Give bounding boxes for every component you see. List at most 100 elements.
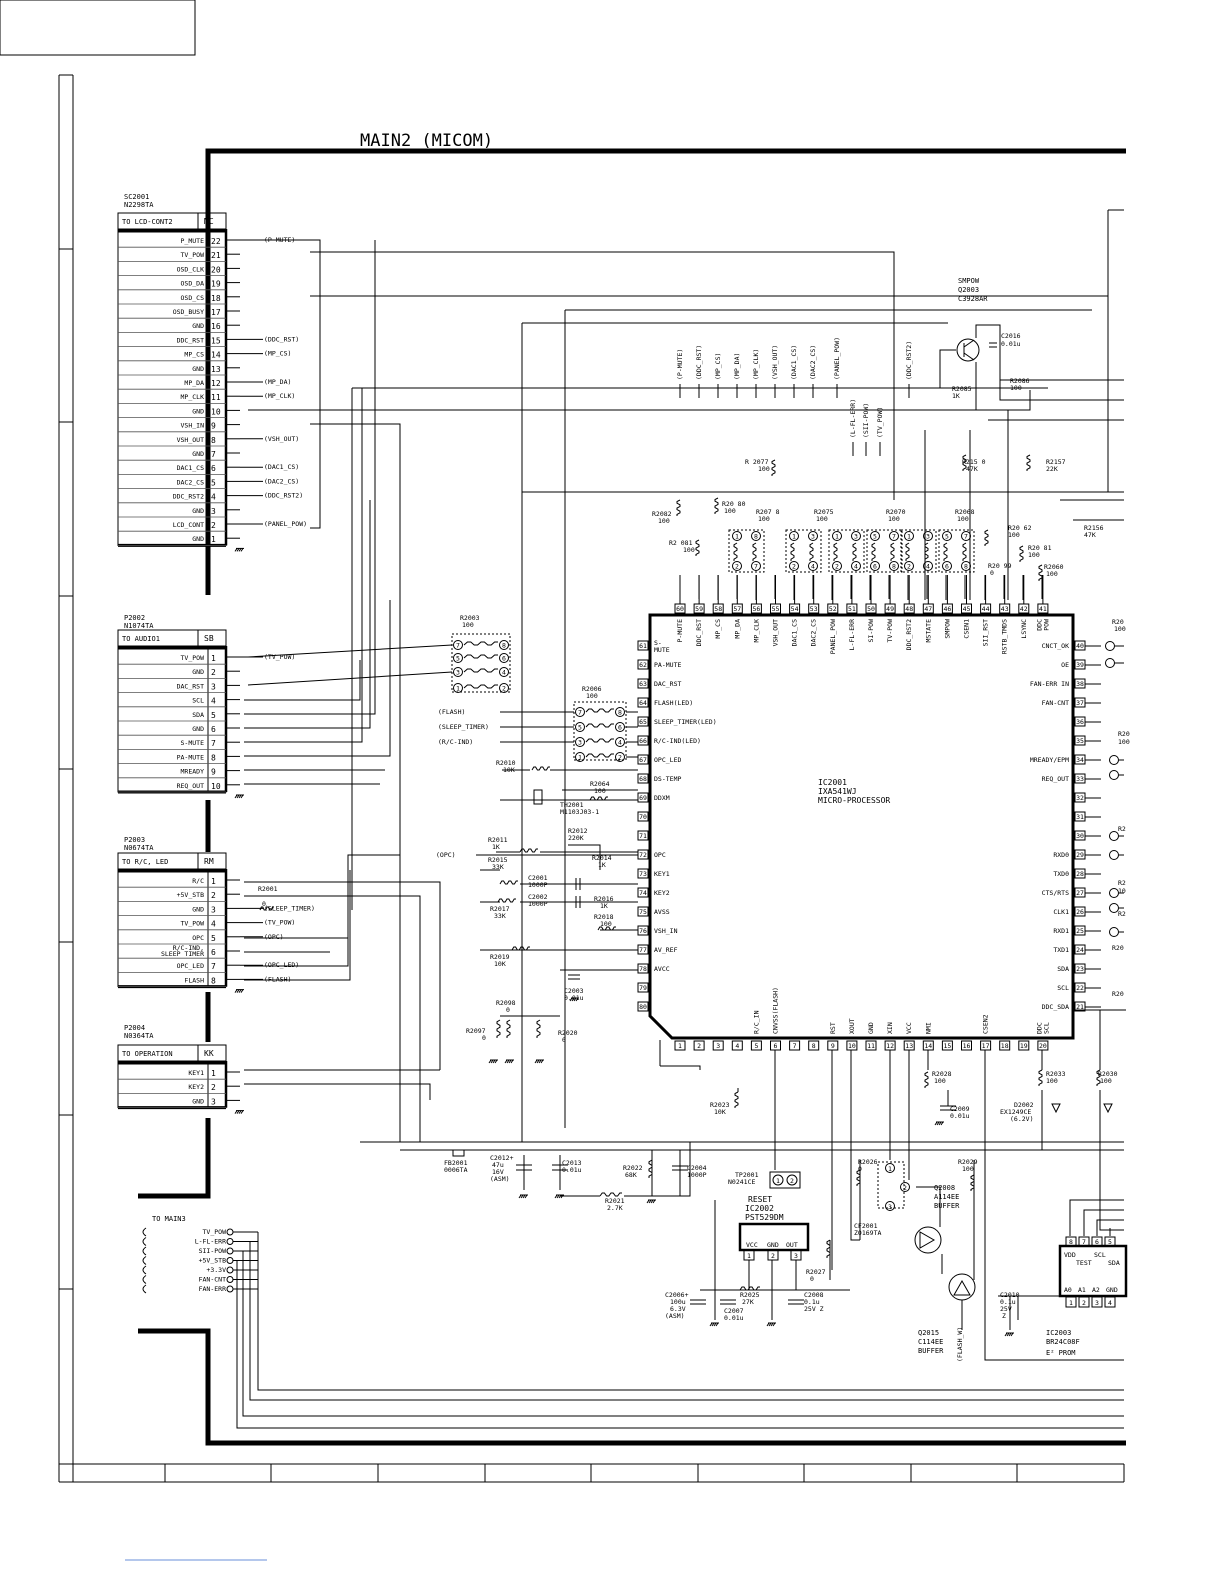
svg-text:VDD: VDD xyxy=(1064,1251,1076,1259)
ic-pin-number: 47 xyxy=(924,605,932,613)
right-edge-label: R20 xyxy=(1112,618,1124,626)
svg-text:1K: 1K xyxy=(952,392,960,400)
pin-number: 14 xyxy=(211,351,221,360)
ic-pin-number: 61 xyxy=(639,642,647,650)
svg-text:25V Z: 25V Z xyxy=(804,1305,824,1313)
pin-label: OSD_BUSY xyxy=(173,308,204,316)
pin-number: 9 xyxy=(211,768,216,777)
pin-number: 8 xyxy=(211,976,216,985)
pin-number: 8 xyxy=(211,753,216,762)
ic-pin-number: 58 xyxy=(714,605,722,613)
svg-text:5: 5 xyxy=(1108,1238,1112,1246)
top-signal-label: (MP_CLK) xyxy=(752,349,760,380)
pin-number: 18 xyxy=(211,294,221,303)
svg-text:8: 8 xyxy=(964,563,968,571)
pin-label: KEY2 xyxy=(188,1083,204,1091)
svg-text:100: 100 xyxy=(957,515,969,523)
ic-pin-label: RXD0 xyxy=(1053,851,1069,859)
svg-text:R2012: R2012 xyxy=(568,827,588,835)
pin-label: OPC xyxy=(192,934,204,942)
svg-text:2: 2 xyxy=(618,754,622,762)
pin-label: DAC2_CS xyxy=(177,478,204,486)
svg-text:0: 0 xyxy=(506,1006,510,1014)
svg-text:2: 2 xyxy=(771,1252,775,1260)
pin-label: R/C xyxy=(192,877,204,885)
pin-number: 2 xyxy=(211,891,216,900)
svg-text:0: 0 xyxy=(262,900,266,908)
top-signal-label: (P-MUTE) xyxy=(676,349,684,380)
svg-text:A1: A1 xyxy=(1078,1286,1086,1294)
signal-label: (DDC_RST) xyxy=(264,335,299,343)
svg-text:R2070: R2070 xyxy=(886,508,906,516)
ic-pin-number: 16 xyxy=(963,1042,971,1050)
connector-code: MC xyxy=(204,217,214,226)
bottom-parts: R2023 10K R2028 100 C2009 0.01u R2033 10… xyxy=(444,1070,1128,1362)
svg-text:100: 100 xyxy=(888,515,900,523)
pin-label: GND xyxy=(192,450,204,458)
svg-text:GND: GND xyxy=(767,1241,779,1249)
ic-pin-label: SI-POW xyxy=(867,619,875,643)
ic-pin-label: DDC_SDA xyxy=(1042,1003,1069,1011)
svg-text:Z0169TA: Z0169TA xyxy=(854,1229,881,1237)
svg-text:TP2001: TP2001 xyxy=(735,1171,759,1179)
svg-text:R207 8: R207 8 xyxy=(756,508,780,516)
signal-label: (DAC2_CS) xyxy=(264,477,299,485)
svg-text:10K: 10K xyxy=(494,960,506,968)
pin-label: DDC_RST2 xyxy=(173,493,204,501)
svg-text:FB2001: FB2001 xyxy=(444,1159,468,1167)
svg-text:R2006: R2006 xyxy=(582,685,602,693)
connector-ref: P2003 xyxy=(124,836,145,844)
svg-text:100: 100 xyxy=(962,1165,974,1173)
pin-number: 10 xyxy=(211,407,221,416)
ic-pin-label: REQ_OUT xyxy=(1042,775,1069,783)
left-signal-label: (R/C-IND) xyxy=(438,738,473,746)
svg-text:27K: 27K xyxy=(742,1298,754,1306)
svg-text:100: 100 xyxy=(1008,531,1020,539)
ic-pin-label: CTS/RTS xyxy=(1042,889,1069,897)
ic-pin-label: TXD0 xyxy=(1053,870,1069,878)
right-edge-label: R2 xyxy=(1118,879,1126,887)
svg-text:R2028: R2028 xyxy=(932,1070,952,1078)
pin-label: GND xyxy=(192,322,204,330)
svg-text:0006TA: 0006TA xyxy=(444,1166,468,1174)
ic-pin-label: SCL xyxy=(1042,1022,1050,1034)
connector-dest: TO R/C, LED xyxy=(122,858,168,866)
to-main3-connector: TO MAIN3TV_POWL-FL-ERRSII-POW+5V_STB+3.3… xyxy=(142,1215,258,1294)
sheet-title: MAIN2 (MICOM) xyxy=(360,131,493,151)
svg-text:(ASM): (ASM) xyxy=(665,1312,685,1320)
signal-label: (FLASH) xyxy=(264,975,291,983)
ic-pin-number: 72 xyxy=(639,851,647,859)
ic-pin-label: CLK1 xyxy=(1053,908,1069,916)
svg-text:5: 5 xyxy=(578,724,582,732)
ic-pin-number: 67 xyxy=(639,756,647,764)
pin-number: 3 xyxy=(211,682,216,691)
svg-text:R2023: R2023 xyxy=(710,1101,730,1109)
pin-label: PA-MUTE xyxy=(177,753,204,761)
pin-number: 1 xyxy=(211,1069,216,1078)
ic-pin-number: 41 xyxy=(1039,605,1047,613)
svg-text:E² PROM: E² PROM xyxy=(1046,1349,1076,1357)
svg-text:R2060: R2060 xyxy=(1044,563,1064,571)
top-signal-label: (TV_POW) xyxy=(876,407,884,438)
svg-text:R20 80: R20 80 xyxy=(722,500,746,508)
ic-pin-label: MP_CLK xyxy=(752,619,760,643)
pin-number: 1 xyxy=(211,877,216,886)
ic-pin-number: 48 xyxy=(905,605,913,613)
pin-label: GND xyxy=(192,535,204,543)
svg-text:100: 100 xyxy=(934,1077,946,1085)
svg-text:16V: 16V xyxy=(492,1168,504,1176)
right-edge-label: R20 xyxy=(1112,990,1124,998)
ic-pin-label: DAC1_CS xyxy=(791,619,799,646)
svg-text:R 2077: R 2077 xyxy=(745,458,769,466)
svg-text:EX1249CE: EX1249CE xyxy=(1000,1108,1031,1116)
ic-pin-label: MUTE xyxy=(654,646,670,654)
pin-label: S-MUTE xyxy=(181,739,205,747)
signal-label: (DDC_RST2) xyxy=(264,492,303,500)
pin-label: MP_DA xyxy=(184,379,204,387)
ic-pin-number: 12 xyxy=(886,1042,894,1050)
pin-label: SLEEP TIMER xyxy=(161,950,204,958)
svg-text:C2010: C2010 xyxy=(1000,1291,1020,1299)
connector-code: RM xyxy=(204,857,214,866)
signal-label: (PANEL_POW) xyxy=(264,520,307,528)
